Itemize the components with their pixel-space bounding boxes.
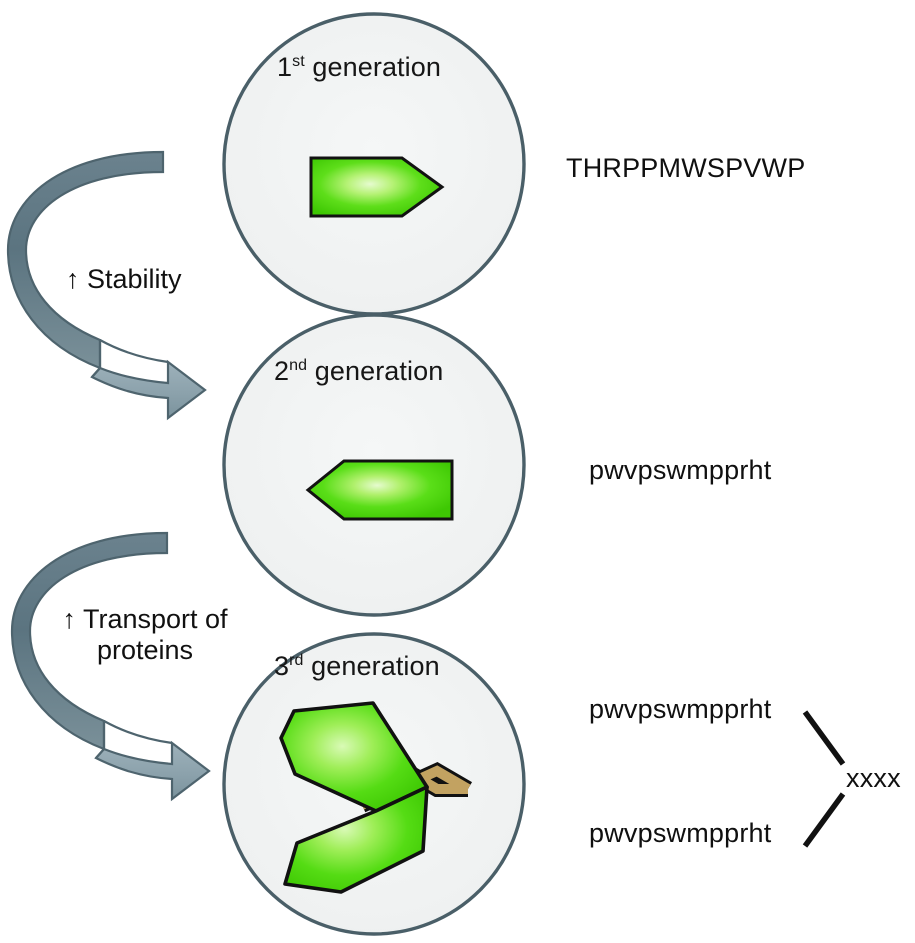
transition-stability-text: Stability <box>87 264 182 294</box>
generation-1-ordinal: st <box>292 53 305 70</box>
transition-stability-arrow <box>6 150 207 421</box>
transition-transport-arrow <box>10 531 211 802</box>
branch-line-top <box>802 710 846 766</box>
generation-2-ordinal: nd <box>289 357 308 374</box>
up-arrow-icon: ↑ <box>66 264 80 294</box>
generation-2-number: 2 <box>274 356 290 386</box>
generation-2-suffix: generation <box>307 356 444 386</box>
generation-2-title: 2nd generation <box>274 356 443 387</box>
generation-3-sequence-bottom: pwvpswmpprht <box>589 818 772 848</box>
generation-3-sequence-top: pwvpswmpprht <box>589 694 772 724</box>
generation-1-suffix: generation <box>304 52 441 82</box>
transition-transport-line1: ↑ Transport of <box>40 604 250 635</box>
up-arrow-icon-2: ↑ <box>62 604 76 634</box>
transition-transport-text: Transport of <box>82 604 228 634</box>
generation-3-peptide-lower <box>283 785 429 894</box>
generation-3-ordinal: rd <box>289 652 304 669</box>
generation-3-linker-label: xxxx <box>846 763 901 793</box>
transition-transport-line2: proteins <box>96 635 194 666</box>
generation-2-sequence: pwvpswmpprht <box>589 455 772 485</box>
transition-transport-label: ↑ Transport of proteins <box>40 604 250 666</box>
generation-1-title: 1st generation <box>277 52 441 83</box>
transition-stability-label: ↑ Stability <box>66 264 182 295</box>
generation-3-title: 3rd generation <box>274 651 440 682</box>
generation-1-peptide <box>309 156 445 218</box>
generation-1-number: 1 <box>277 52 293 82</box>
branch-line-bottom <box>802 792 846 848</box>
generation-3-suffix: generation <box>303 651 440 681</box>
generation-3-number: 3 <box>274 651 290 681</box>
generation-1-sequence: THRPPMWSPVWP <box>566 153 806 183</box>
generation-2-peptide <box>305 459 454 521</box>
